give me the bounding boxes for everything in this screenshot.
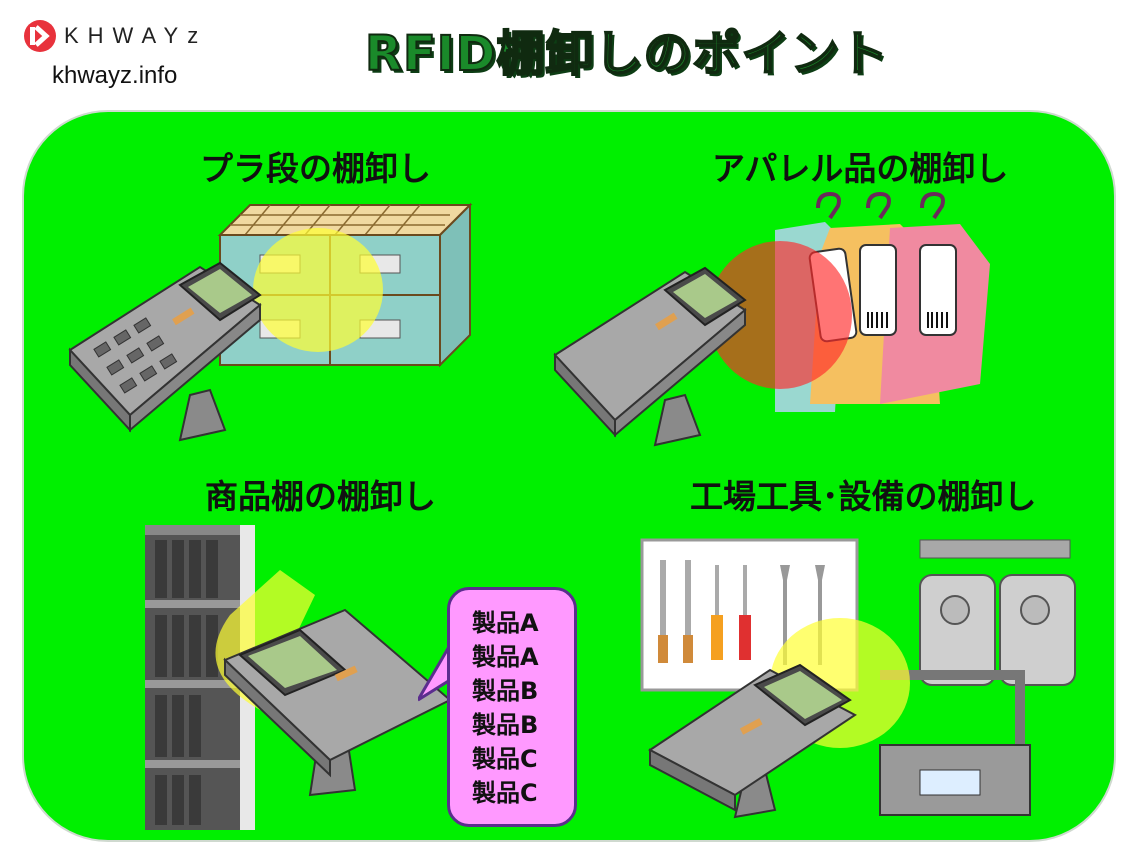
list-item: 製品C [472, 745, 538, 773]
handheld-rfid-reader [68, 261, 262, 442]
list-item: 製品A [472, 609, 539, 637]
scan-field [708, 241, 852, 389]
apparel-scene [553, 191, 990, 447]
store-shelf-scene [145, 525, 452, 830]
handheld-rfid-reader [223, 608, 452, 797]
list-item: 製品A [472, 643, 539, 671]
list-item: 製品B [472, 677, 539, 705]
scan-field [253, 228, 383, 352]
product-list-bubble: 製品A 製品A 製品B 製品B 製品C 製品C [447, 587, 577, 827]
factory-equipment [879, 539, 1076, 816]
section-label-apparel: アパレル品の棚卸し [712, 149, 1009, 188]
section-label-store-shelf: 商品棚の棚卸し [205, 477, 436, 516]
logo-text: KHWAYz [64, 23, 208, 48]
plastic-crates-scene [68, 202, 473, 442]
page-title: RFID棚卸しのポイント [364, 25, 889, 83]
product-shelf [145, 525, 255, 830]
handheld-rfid-reader [648, 663, 857, 819]
handheld-rfid-reader [553, 266, 747, 447]
section-label-factory-tools: 工場工具･設備の棚卸し [690, 477, 1037, 516]
site-url[interactable]: khwayz.info [52, 62, 178, 89]
khwayz-logo-icon [24, 20, 56, 52]
logo: KHWAYz [22, 18, 207, 54]
section-label-plastic-boxes: プラ段の棚卸し [200, 149, 431, 188]
list-item: 製品B [472, 711, 539, 739]
list-item: 製品C [472, 779, 538, 807]
factory-scene [640, 538, 1076, 819]
